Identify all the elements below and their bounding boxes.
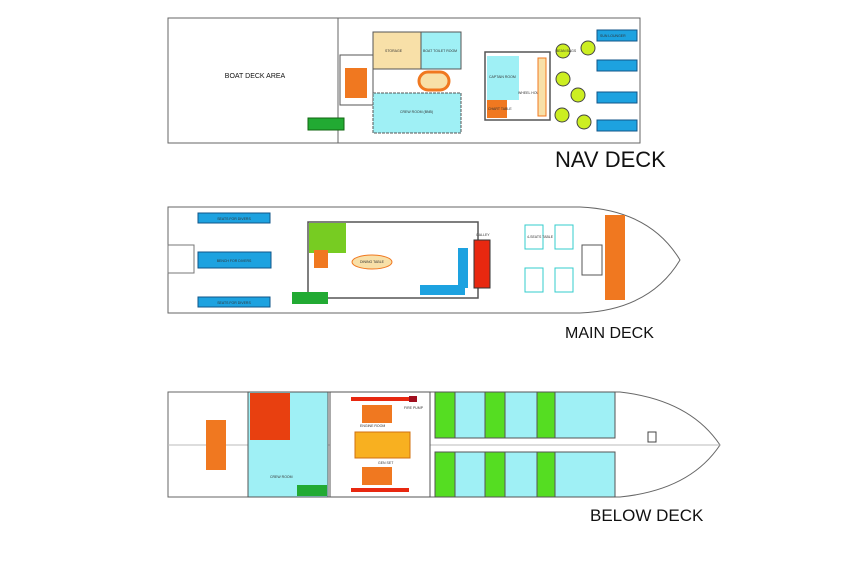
cabin — [504, 451, 538, 498]
chair — [345, 68, 367, 98]
bean-bag — [576, 114, 592, 130]
cabin — [554, 451, 616, 498]
captain-label: CAPTAIN ROOM — [489, 75, 516, 79]
main-deck: SEATS FOR DIVERS BENCH FOR DIVERS SEATS … — [167, 206, 681, 342]
crew-room-label: CREW ROOM (BNB) — [400, 110, 433, 114]
captain-room — [487, 56, 519, 100]
divers-bench-center — [197, 251, 272, 269]
sun-lounger — [596, 91, 638, 104]
bean-bag-label: BEAN BAGS — [556, 49, 577, 53]
sun-lounger-label: SUN LOUNGER — [600, 34, 626, 38]
stairs[interactable] — [307, 117, 345, 131]
seats-label: SEATS FOR DIVERS — [217, 217, 251, 221]
bean-bag — [554, 107, 570, 123]
toilet-room — [420, 31, 462, 70]
bench-label: BENCH FOR DIVERS — [217, 259, 252, 263]
bean-bag — [555, 71, 571, 87]
chart-table-label: CHART TABLE — [488, 107, 512, 111]
divers-seats-bottom — [197, 296, 271, 308]
galley-label: GALLEY — [476, 233, 490, 237]
rail — [351, 488, 409, 492]
engine-room-label: ENGINE ROOM — [360, 424, 385, 428]
cabin — [504, 391, 538, 439]
cabin-bath — [484, 451, 506, 498]
table — [554, 267, 574, 293]
storage-room — [372, 31, 422, 70]
bean-bag — [570, 87, 586, 103]
console — [537, 57, 547, 117]
sun-lounger — [596, 59, 638, 72]
cabin — [454, 451, 486, 498]
bean-bag — [555, 43, 571, 59]
rail — [351, 397, 409, 401]
generator — [362, 405, 392, 423]
hatch — [647, 431, 657, 443]
bench — [420, 285, 465, 295]
table-label: 4-SEATS TABLE — [527, 235, 554, 239]
table — [554, 224, 574, 250]
bow-deck — [605, 215, 625, 300]
seats-label: SEATS FOR DIVERS — [217, 301, 251, 305]
tables — [524, 224, 574, 293]
stairs[interactable] — [292, 292, 328, 304]
below-deck-title: BELOW DECK — [590, 506, 704, 525]
main-engine — [354, 431, 411, 459]
gen-set-label: GEN SET — [378, 461, 394, 465]
table — [524, 267, 544, 293]
cabinet — [314, 250, 328, 268]
nav-deck-title: NAV DECK — [555, 147, 666, 172]
steering-gear — [206, 420, 226, 470]
cabin-bath — [434, 451, 456, 498]
fire-pump — [409, 396, 417, 402]
dining-table — [351, 254, 393, 270]
crew-room-red — [250, 393, 290, 440]
nav-deck: BOAT DECK AREA STORAGE BOAT TOILET ROOM … — [167, 17, 666, 172]
cabin-bath — [536, 391, 556, 439]
cabin-bath — [484, 391, 506, 439]
below-deck: CREW ROOM ENGINE ROOM GEN SET FIRE PUMP … — [167, 391, 721, 525]
bench-side — [458, 248, 468, 288]
fire-pump-label: FIRE PUMP — [404, 406, 424, 410]
cabin-bath — [536, 451, 556, 498]
cabin-bath — [434, 391, 456, 439]
stairs[interactable] — [297, 485, 327, 496]
bean-bags — [554, 40, 596, 130]
storage-label: STORAGE — [385, 49, 403, 53]
bean-bag — [580, 40, 596, 56]
hatch — [581, 244, 603, 276]
chart-table — [487, 100, 507, 118]
gen-set — [362, 467, 392, 485]
guest-cabins — [434, 391, 616, 498]
cabin — [554, 391, 616, 439]
toilet-label: BOAT TOILET ROOM — [423, 49, 457, 53]
crew-room-label: CREW ROOM — [270, 475, 293, 479]
wheel-house-label: WHEEL HOUSE — [518, 91, 544, 95]
main-deck-title: MAIN DECK — [565, 325, 654, 342]
dining-label: DINING TABLE — [360, 260, 385, 264]
sun-loungers — [596, 29, 638, 132]
sun-lounger — [596, 119, 638, 132]
boat-deck-area-label: BOAT DECK AREA — [225, 73, 286, 80]
table — [524, 224, 544, 250]
transom — [167, 244, 195, 274]
crew-room — [372, 92, 462, 134]
storage-green — [309, 223, 346, 253]
galley — [473, 239, 491, 289]
sun-lounger — [596, 29, 638, 42]
divers-seats-top — [197, 212, 271, 224]
cabin — [454, 391, 486, 439]
sofa — [417, 70, 451, 92]
